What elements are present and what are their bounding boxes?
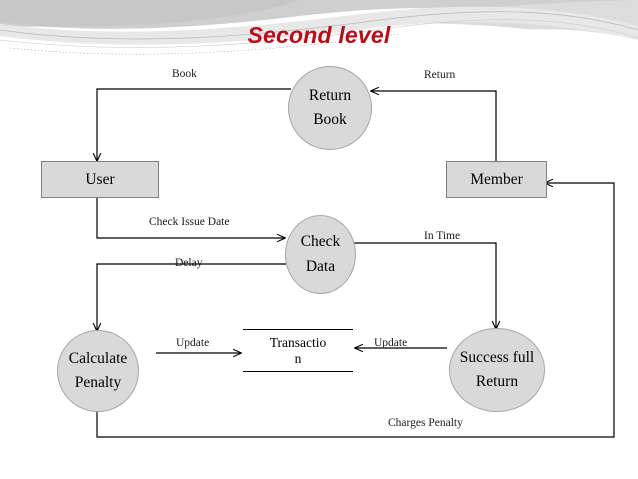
node-return-book[interactable]: Return Book: [288, 66, 372, 150]
node-transaction-line2: n: [294, 350, 302, 366]
header-banner-decoration: [0, 0, 638, 72]
node-user[interactable]: User: [41, 161, 159, 198]
edge-check-issue-date: [96, 196, 285, 238]
edge-label-return: Return: [424, 69, 456, 81]
edge-book: [97, 88, 291, 161]
slide-title: Second level: [247, 22, 391, 48]
edge-charges-penalty: [96, 183, 615, 438]
node-return-book-line1: Return: [308, 86, 352, 104]
node-transaction-label: Transactio n: [270, 335, 327, 367]
node-check-data[interactable]: Check Data: [285, 215, 356, 294]
node-calculate-penalty[interactable]: Calculate Penalty: [57, 330, 139, 412]
banner-swoosh-graphic: [0, 0, 638, 72]
node-check-data-line2: Data: [305, 257, 336, 275]
node-check-data-label: Check Data: [301, 230, 341, 278]
node-success-full-return-line1: Success full: [459, 348, 535, 366]
node-user-label: User: [85, 170, 115, 188]
edge-label-update-left: Update: [176, 337, 210, 349]
edge-label-delay: Delay: [175, 257, 203, 269]
node-calculate-penalty-label: Calculate Penalty: [69, 347, 128, 395]
node-member-label: Member: [470, 170, 523, 188]
edge-label-in-time: In Time: [424, 230, 461, 242]
edge-in-time: [353, 242, 496, 329]
node-check-data-line1: Check: [300, 233, 341, 251]
edge-delay: [97, 263, 286, 331]
node-success-full-return-label: Success full Return: [460, 346, 534, 394]
node-return-book-label: Return Book: [309, 84, 351, 132]
edge-return: [371, 91, 497, 161]
node-return-book-line2: Book: [313, 111, 347, 128]
node-success-full-return[interactable]: Success full Return: [449, 328, 545, 412]
node-member[interactable]: Member: [446, 161, 547, 198]
edge-label-update-right: Update: [374, 337, 408, 349]
edge-label-charges-penalty: Charges Penalty: [388, 417, 463, 429]
node-success-full-return-line2: Return: [475, 373, 519, 390]
edge-label-book: Book: [172, 68, 197, 80]
node-calculate-penalty-line1: Calculate: [68, 349, 128, 367]
edge-label-check-issue-date: Check Issue Date: [149, 216, 230, 228]
node-transaction-datastore[interactable]: Transactio n: [243, 329, 353, 372]
node-transaction-line1: Transactio: [269, 334, 327, 350]
node-calculate-penalty-line2: Penalty: [74, 374, 122, 391]
